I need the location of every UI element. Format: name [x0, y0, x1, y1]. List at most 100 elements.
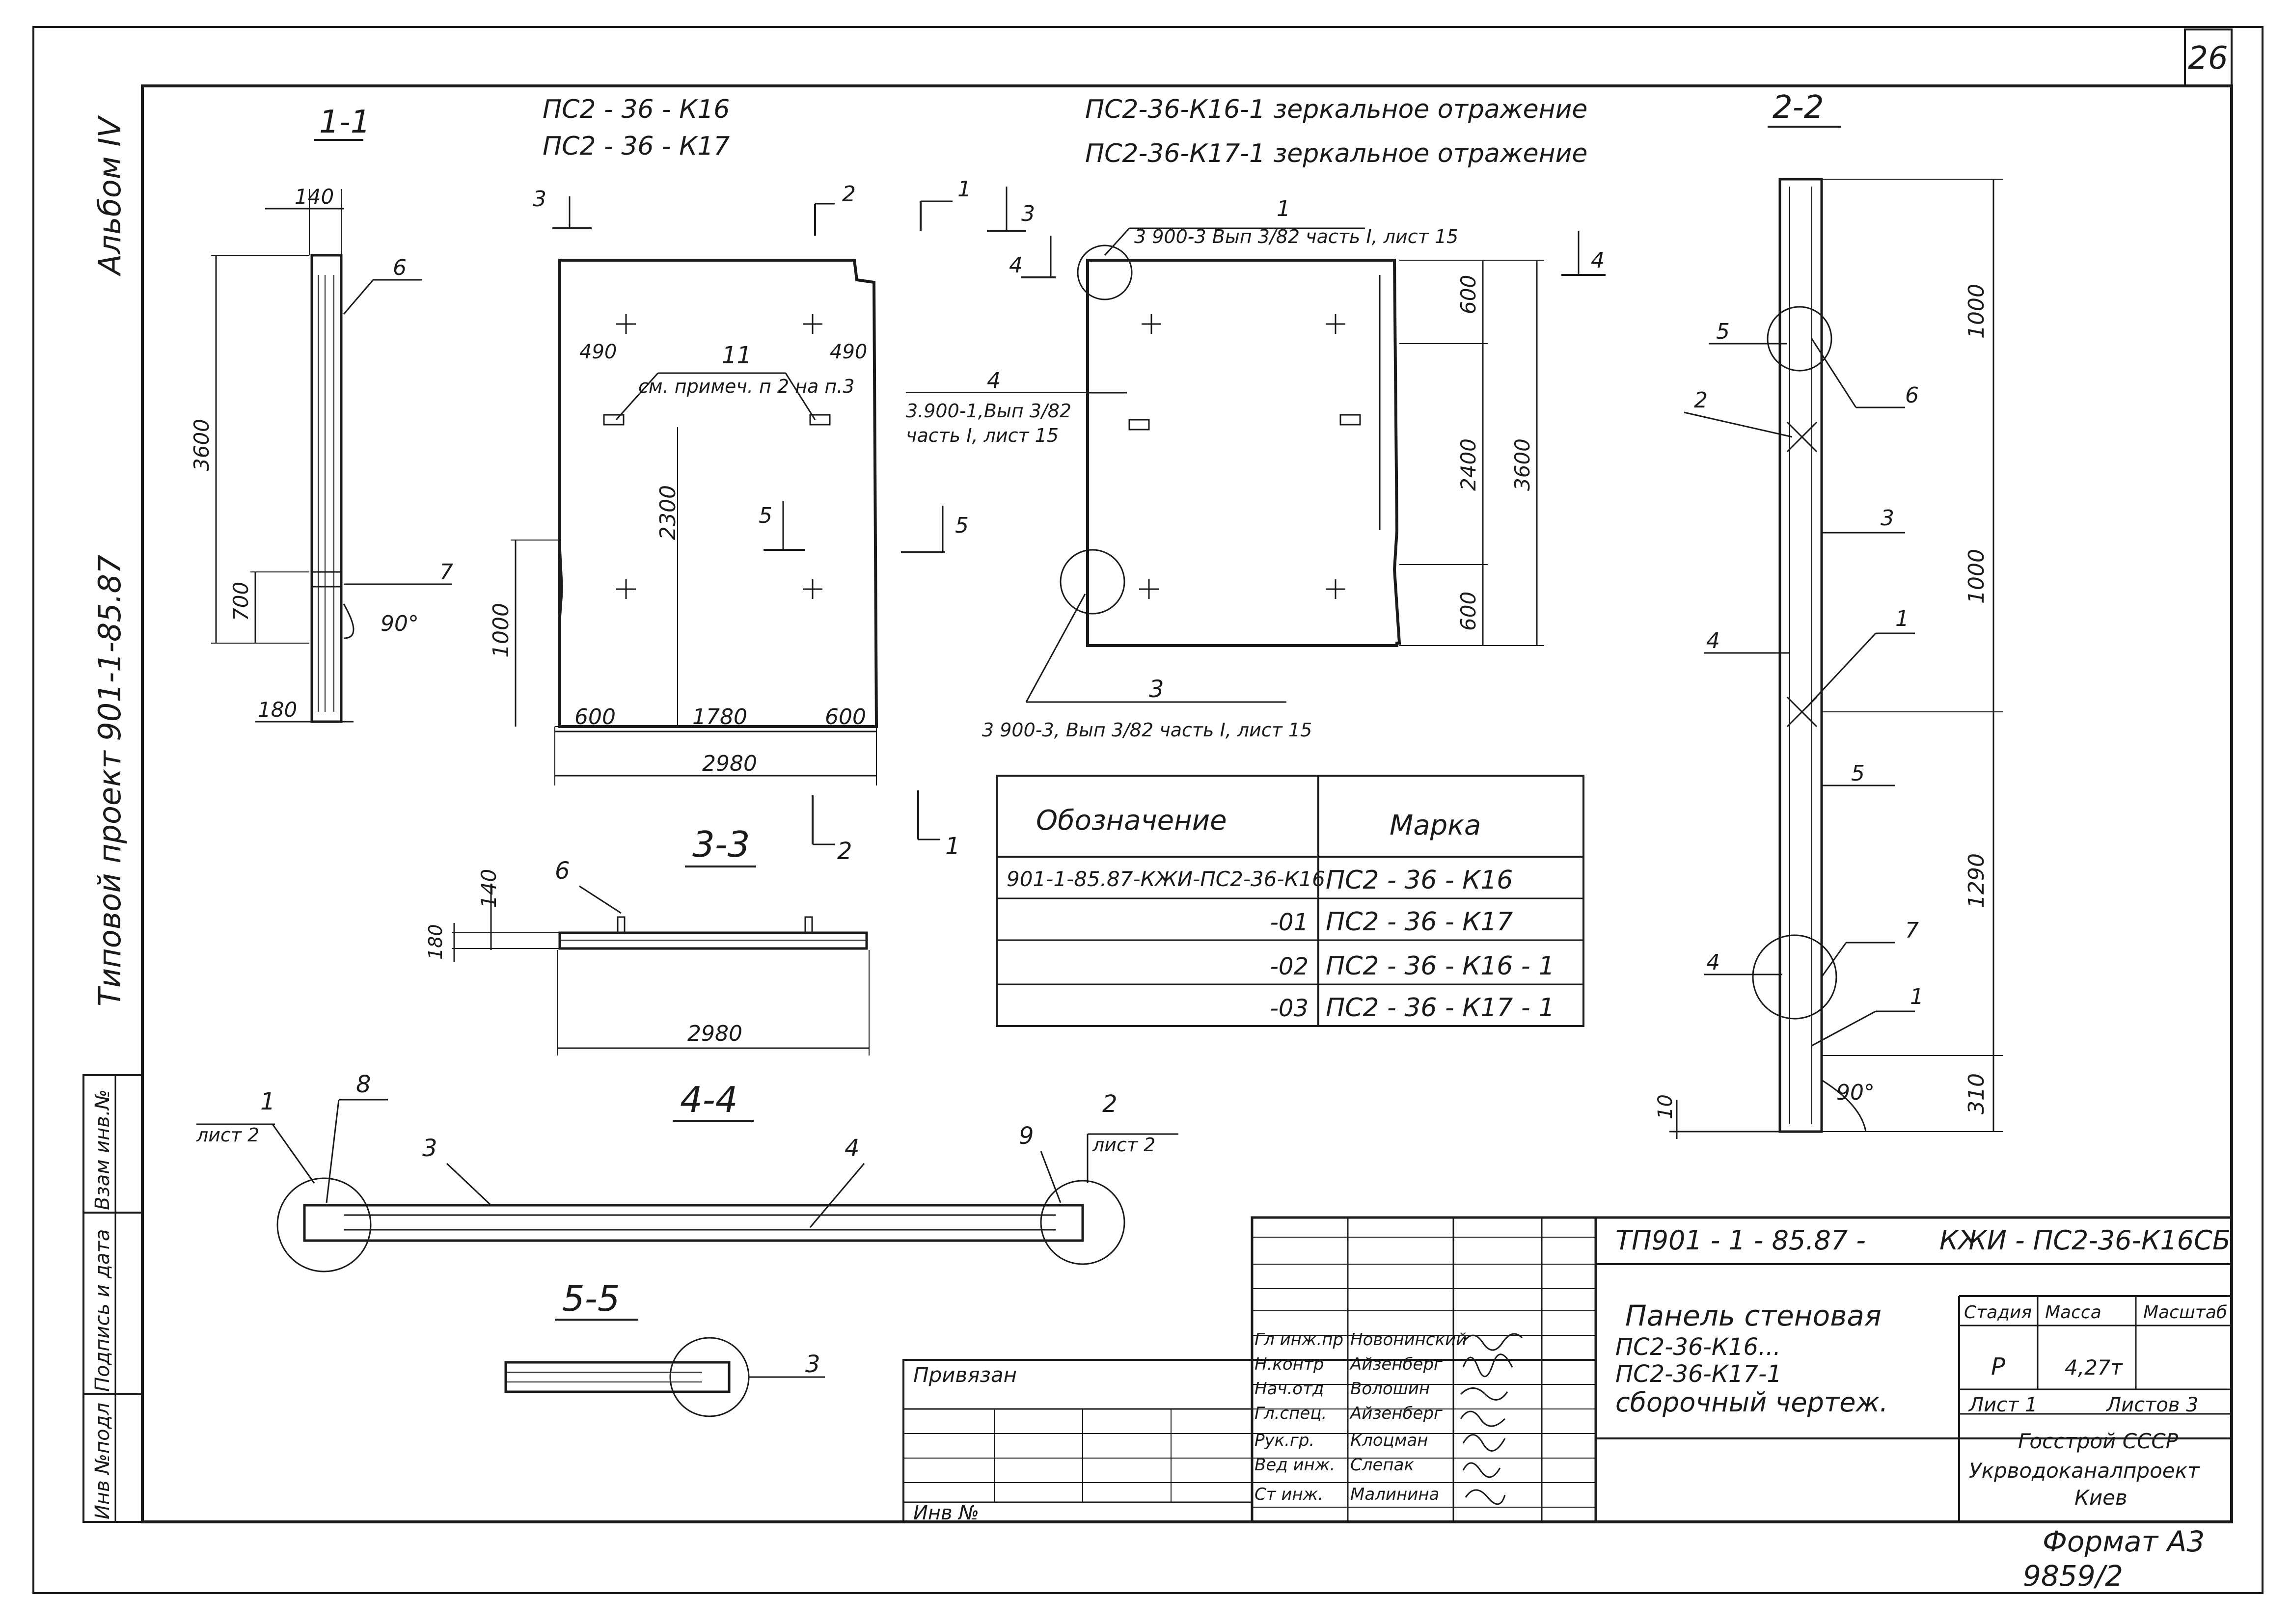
- s22-callout-5-top: 5: [1716, 319, 1730, 344]
- s22-dim-310: 310: [1964, 1073, 1989, 1114]
- spec-row-1-mark: ПС2 - 36 - К16: [1326, 866, 1513, 895]
- mass-value: 4,27т: [2065, 1355, 2124, 1380]
- s44-sheet-ref-right: лист 2: [1092, 1134, 1155, 1156]
- title-code: ТП901 - 1 - 85.87 -: [1615, 1225, 1866, 1256]
- mirror-bottom-ref: 3 900-3, Вып 3/82 часть I, лист 15: [982, 719, 1312, 741]
- cut-mark-5-left: 5: [759, 503, 772, 528]
- mirror-left-ref-2: часть I, лист 15: [906, 425, 1059, 446]
- mirror-dim-3600: 3600: [1510, 438, 1534, 491]
- page-number: 26: [2188, 40, 2228, 77]
- s22-dim-1000-top: 1000: [1964, 284, 1989, 339]
- note-num-11: 11: [722, 342, 752, 369]
- title-line-4: сборочный чертеж.: [1615, 1387, 1888, 1418]
- cut-mark-5-right: 5: [955, 513, 969, 538]
- section-2-2-title: 2-2: [1773, 89, 1824, 126]
- mirror-k17-1: ПС2-36-К17-1 зеркальное отражение: [1085, 139, 1587, 168]
- s44-callout-8: 8: [356, 1071, 371, 1098]
- scale-header: Масштаб: [2143, 1302, 2227, 1323]
- org-line-1: Госстрой СССР: [2018, 1429, 2179, 1453]
- spec-table: Обозначение Марка 901-1-85.87-КЖИ-ПС2-36…: [996, 775, 1584, 1027]
- staff-name-2: Айзенберг: [1349, 1354, 1443, 1374]
- mirror-k16-1: ПС2-36-К16-1 зеркальное отражение: [1085, 95, 1587, 124]
- staff-role-7: Ст инж.: [1255, 1485, 1323, 1504]
- s22-dim-1000-mid: 1000: [1964, 549, 1989, 604]
- spec-row-2-designation: -01: [1270, 909, 1309, 936]
- s22-dim-10: 10: [1654, 1094, 1677, 1119]
- dim-180: 180: [258, 698, 297, 722]
- section-1-1-title: 1-1: [319, 104, 371, 140]
- angle-90-left: 90°: [381, 611, 419, 636]
- s22-callout-6: 6: [1905, 383, 1919, 408]
- staff-name-5: Клоцман: [1350, 1431, 1428, 1450]
- spec-row-4-mark: ПС2 - 36 - К17 - 1: [1326, 993, 1555, 1023]
- inventory-number: 9859/2: [2023, 1559, 2123, 1593]
- staff-role-1: Гл инж.пр: [1255, 1330, 1343, 1350]
- dim-600-right: 600: [825, 704, 866, 730]
- front-view: 490 490 11 см. примеч. п 2 на п.3 2300 1…: [489, 177, 1035, 785]
- project-label: Типовой проект 901-1-85.87: [92, 555, 128, 1006]
- title-line-3: ПС2-36-К17-1: [1615, 1360, 1782, 1388]
- s33-callout-6: 6: [555, 857, 570, 885]
- s44-callout-1: 1: [260, 1088, 275, 1115]
- s22-callout-3: 3: [1881, 506, 1894, 531]
- title-line-2: ПС2-36-К16...: [1615, 1333, 1781, 1361]
- dim-2300: 2300: [655, 485, 681, 540]
- dim-490-left: 490: [579, 341, 617, 363]
- s44-callout-4: 4: [845, 1135, 860, 1162]
- mirror-dim-600-top: 600: [1456, 275, 1480, 314]
- s22-dim-1290: 1290: [1964, 853, 1989, 908]
- callout-7: 7: [439, 560, 453, 585]
- cut-mark-2: 2: [842, 182, 856, 207]
- staff-name-1: Новонинский: [1350, 1330, 1467, 1350]
- staff-role-6: Вед инж.: [1255, 1455, 1335, 1475]
- mirror-top-ref: 3 900-3 Вып 3/82 часть I, лист 15: [1134, 226, 1458, 247]
- s22-callout-4-low: 4: [1706, 950, 1720, 975]
- s22-angle-90: 90°: [1836, 1080, 1875, 1105]
- mirror-view: 1 3 900-3 Вып 3/82 часть I, лист 15 4 3.…: [906, 196, 1606, 741]
- cut-mark-1: 1: [957, 177, 971, 202]
- s33-cut-2: 2: [837, 838, 852, 865]
- mirror-top-callout: 1: [1277, 196, 1290, 221]
- s44-sheet-ref-left: лист 2: [196, 1124, 259, 1146]
- staff-name-7: Малинина: [1350, 1485, 1439, 1504]
- dim-1000: 1000: [489, 603, 514, 658]
- dim-600-left: 600: [574, 704, 616, 730]
- spec-header-designation: Обозначение: [1036, 805, 1227, 837]
- linked-label: Привязан: [913, 1363, 1017, 1387]
- inner-frame: [141, 84, 2233, 1523]
- stamp-cell-sign-date: Подпись и дата: [91, 1229, 114, 1392]
- s33-dim-140: 140: [477, 869, 501, 908]
- section-2-2: 2-2 1000 1000 1290 310 10 90° 5 6 2 3: [1654, 89, 2003, 1139]
- staff-name-6: Слепак: [1350, 1455, 1414, 1475]
- section-4-4: 4-4 1 лист 2 8 3 4 9 2 лист 2: [196, 1071, 1178, 1272]
- stage-value: Р: [1991, 1353, 2005, 1380]
- org-line-3: Киев: [2074, 1486, 2127, 1510]
- mirror-dim-600-bottom: 600: [1456, 592, 1480, 631]
- s33-dim-180: 180: [425, 924, 446, 960]
- title-code-2: КЖИ - ПС2-36-К16СБ: [1939, 1225, 2231, 1256]
- s22-callout-1-low: 1: [1910, 984, 1924, 1009]
- cut-mark-3-right: 3: [1021, 201, 1035, 226]
- dim-140: 140: [295, 185, 334, 209]
- spec-row-3-designation: -02: [1270, 953, 1309, 980]
- mirror-left-ref-1: 3.900-1,Вып 3/82: [906, 400, 1071, 422]
- mark-k17: ПС2 - 36 - К17: [543, 132, 730, 161]
- album-label: Альбом IV: [92, 114, 128, 277]
- section-3-3-title: 3-3: [692, 824, 750, 865]
- section-5-5: 5-5 3: [504, 1278, 825, 1417]
- stamp-cell-inv: Инв №подл: [91, 1403, 114, 1519]
- note-ref: см. примеч. п 2 на п.3: [638, 376, 855, 397]
- cut-mark-3-left: 3: [533, 187, 546, 212]
- mirror-cut-4-left: 4: [1009, 253, 1023, 278]
- section-4-4-title: 4-4: [680, 1079, 738, 1120]
- dim-490-right: 490: [830, 341, 867, 363]
- format-label: Формат А3: [2043, 1525, 2205, 1558]
- stage-header: Стадия: [1964, 1302, 2032, 1323]
- spec-row-2-mark: ПС2 - 36 - К17: [1326, 907, 1513, 937]
- title-line-1: Панель стеновая: [1625, 1299, 1882, 1332]
- mass-header: Масса: [2045, 1302, 2101, 1323]
- dim-1780: 1780: [692, 704, 747, 730]
- mirror-cut-4-right: 4: [1591, 248, 1605, 273]
- s22-callout-1-mid: 1: [1895, 606, 1909, 631]
